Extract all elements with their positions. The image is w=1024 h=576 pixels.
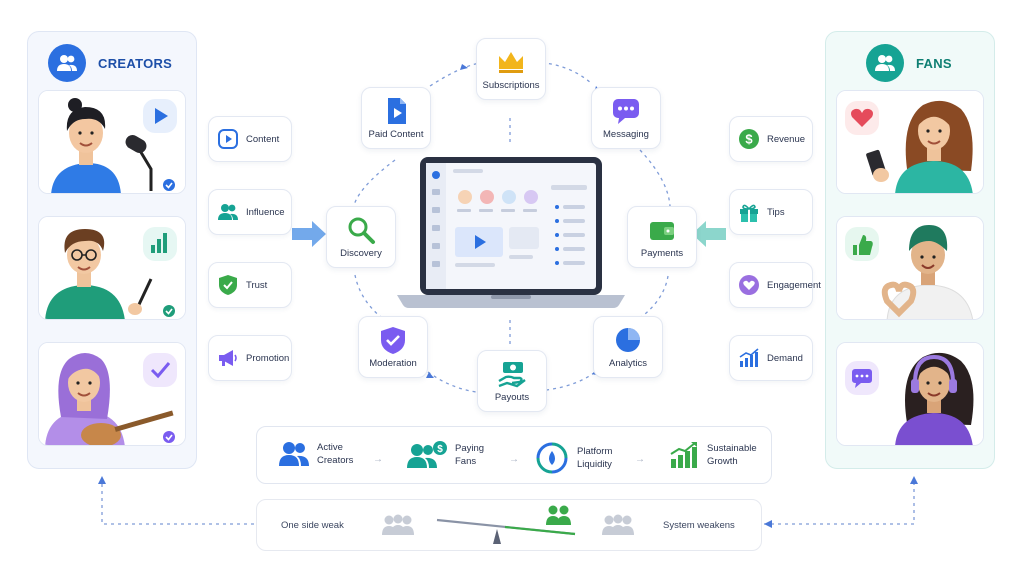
seesaw-icon [436,518,576,544]
flow-arrow: → [509,454,520,465]
chip-tips[interactable]: Tips [729,189,813,235]
shield-check-icon [217,274,239,296]
node-moderation[interactable]: Moderation [358,316,428,378]
node-payouts[interactable]: Payouts [477,350,547,412]
money-hand-icon [498,362,526,388]
wallet-icon [650,222,674,240]
growth-chart-icon [738,347,760,369]
paying-users-icon: $ [407,441,447,468]
chip-influence[interactable]: Influence [208,189,292,235]
flow-arrow: → [635,454,646,465]
faded-users-icon [602,514,634,535]
active-users-icon [546,505,571,525]
chip-content[interactable]: Content [208,116,292,162]
megaphone-icon [217,347,239,369]
flow-arrow: → [373,454,384,465]
users-icon [217,201,239,223]
svg-text:$: $ [437,444,443,455]
pie-chart-icon [616,328,640,352]
fans-header: FANS [866,44,952,82]
node-paid-content[interactable]: Paid Content [361,87,431,149]
node-analytics[interactable]: Analytics [593,316,663,378]
creator-podcaster-card[interactable] [38,90,186,194]
faded-users-icon [382,514,414,535]
chip-demand[interactable]: Demand [729,335,813,381]
growth-bars-icon [670,442,697,468]
node-discovery[interactable]: Discovery [326,206,396,268]
dollar-icon: $ [738,128,760,150]
laptop-illustration [397,157,625,308]
chip-trust[interactable]: Trust [208,262,292,308]
chip-promotion[interactable]: Promotion [208,335,292,381]
creators-panel: CREATORS [27,31,197,469]
creator-musician-card[interactable] [38,342,186,446]
creators-header: CREATORS [48,44,172,82]
creator-artist-card[interactable] [38,216,186,320]
shield-check-icon [381,327,405,354]
play-icon [217,128,239,150]
node-payments[interactable]: Payments [627,206,697,268]
fan-headphones-card[interactable] [836,342,984,446]
users-icon [279,442,309,466]
node-messaging[interactable]: Messaging [591,87,661,149]
node-subscriptions[interactable]: Subscriptions [476,38,546,100]
fan-phone-card[interactable] [836,90,984,194]
balance-right-label: System weakens [663,520,735,531]
creators-title: CREATORS [98,55,173,71]
chip-engagement[interactable]: Engagement [729,262,821,308]
crown-icon [499,52,523,73]
balance-bar: One side weak System weakens [256,499,762,551]
users-icon [48,44,86,82]
fans-panel: FANS [825,31,995,469]
balance-left-label: One side weak [281,520,344,531]
liquidity-cycle-icon [536,442,568,474]
fan-heart-hands-card[interactable] [836,216,984,320]
search-icon [348,217,375,244]
chip-revenue[interactable]: $ Revenue [729,116,813,162]
svg-text:$: $ [745,132,753,147]
fans-title: FANS [916,55,952,71]
users-icon [866,44,904,82]
heart-icon [738,274,760,296]
gift-icon [738,201,760,223]
chat-icon [613,99,639,124]
file-play-icon [388,98,406,124]
